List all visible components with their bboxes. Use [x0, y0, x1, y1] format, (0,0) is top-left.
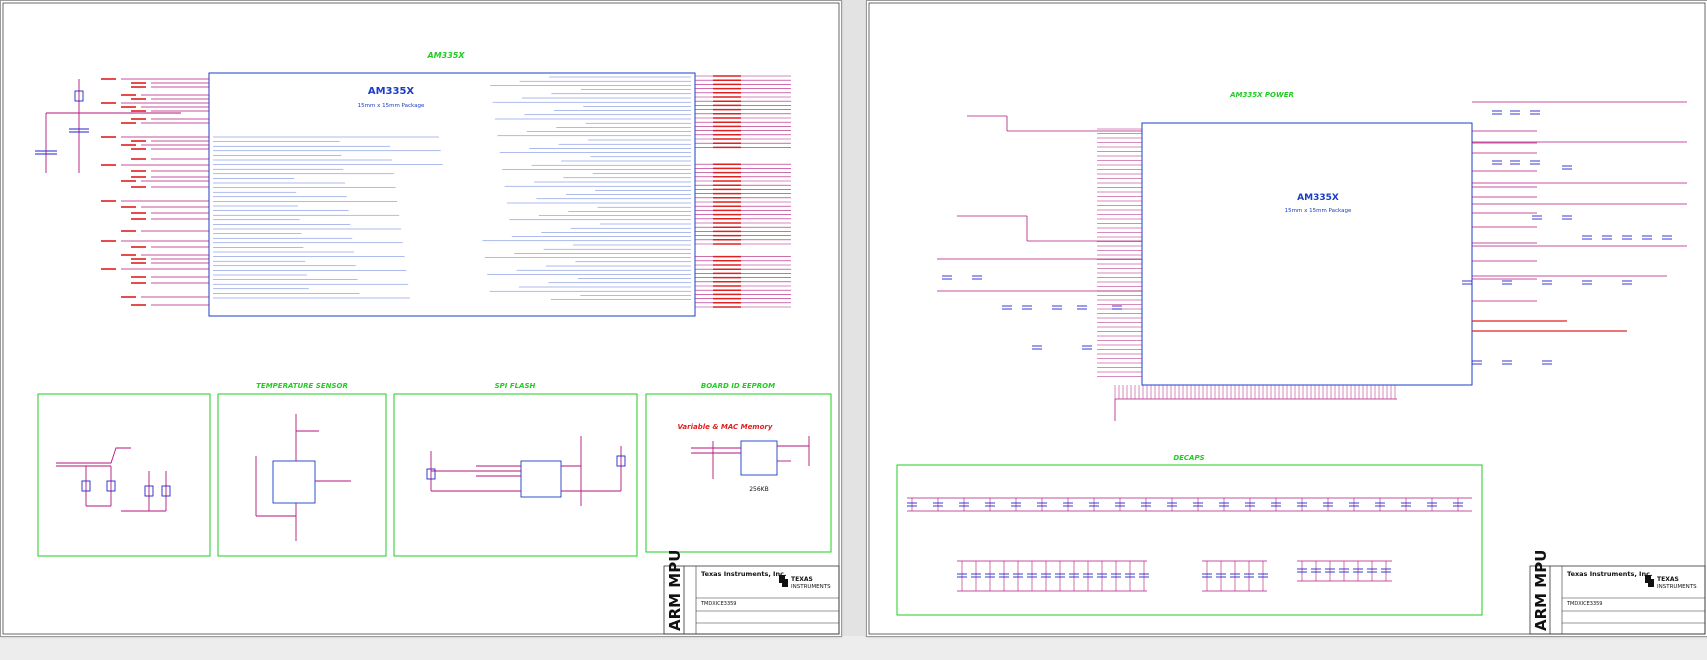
frame-spi-flash — [393, 393, 638, 557]
board-id-eeprom-title: BOARD ID EEPROM — [701, 382, 775, 390]
am335x-chip-body[interactable] — [208, 72, 696, 317]
title-block-company: Texas Instruments, Inc. — [701, 570, 786, 578]
decaps-title: DECAPS — [1173, 454, 1204, 462]
sheet-2-drawing: AM335X POWER AM335X 15mm x 15mm Package … — [868, 2, 1706, 635]
title-block-company-2: Texas Instruments, Inc. — [1567, 570, 1652, 578]
sheet-1-border — [2, 2, 840, 635]
left-pin-wires — [101, 78, 209, 306]
eeprom-memory-label: Variable & MAC Memory — [678, 423, 773, 431]
title-block-part-2: TMDXICE3359 — [1566, 601, 1603, 607]
frame-left-network — [37, 393, 211, 557]
power-header-label: AM335X POWER — [1229, 91, 1294, 99]
chip-subtitle: 15mm x 15mm Package — [358, 103, 425, 109]
temperature-sensor-title: TEMPERATURE SENSOR — [256, 382, 348, 390]
sheet-2-title-block: ARM MPU Texas Instruments, Inc. TMDXICE3… — [1529, 550, 1706, 635]
frame-board-id-eeprom — [645, 393, 832, 553]
chip-header-label: AM335X — [426, 51, 465, 60]
power-chip-title: AM335X — [1297, 193, 1339, 203]
title-block-vertical-2: ARM MPU — [1532, 550, 1550, 631]
temperature-sensor-chip[interactable] — [272, 460, 316, 504]
sheet-gutter — [842, 0, 864, 660]
am335x-power-chip[interactable] — [1141, 122, 1473, 386]
title-block-vertical: ARM MPU — [666, 550, 684, 631]
ti-brand-1-2: TEXAS — [1657, 576, 1679, 583]
ti-brand-1: TEXAS — [791, 576, 813, 583]
decap-capacitors — [907, 497, 1472, 592]
left-passive-network — [35, 79, 181, 173]
spi-flash-chip[interactable] — [520, 460, 562, 498]
pin-function-labels — [213, 76, 691, 300]
viewer-bottom-bar — [0, 636, 1707, 660]
power-chip-subtitle: 15mm x 15mm Package — [1285, 208, 1352, 214]
schematic-sheet-2[interactable]: AM335X POWER AM335X 15mm x 15mm Package … — [866, 0, 1707, 637]
sheet-1-title-block: ARM MPU Texas Instruments, Inc. TMDXICE3… — [663, 550, 840, 635]
ti-logo-icon — [779, 575, 788, 587]
ti-logo-icon-2 — [1645, 575, 1654, 587]
sheet-2-border — [868, 2, 1706, 635]
spi-flash-title: SPI FLASH — [495, 382, 536, 390]
power-bottom-pins — [1114, 385, 1397, 421]
chip-title: AM335X — [368, 86, 415, 97]
right-pin-wires — [695, 75, 791, 308]
ti-brand-2-2: INSTRUMENTS — [1657, 584, 1697, 590]
power-pin-wires — [937, 101, 1687, 377]
eeprom-chip[interactable] — [740, 440, 778, 476]
frame-temperature-sensor — [217, 393, 387, 557]
title-block-part: TMDXICE3359 — [700, 601, 737, 607]
power-capacitors — [942, 110, 1672, 365]
frame-decaps — [896, 464, 1483, 616]
eeprom-part-label: 256KB — [749, 486, 769, 493]
sheet-1-drawing: AM335X AM335X 15mm x 15mm Package TEMPER… — [2, 2, 840, 635]
schematic-sheet-1[interactable]: AM335X AM335X 15mm x 15mm Package TEMPER… — [0, 0, 842, 637]
ti-brand-2: INSTRUMENTS — [791, 584, 831, 590]
